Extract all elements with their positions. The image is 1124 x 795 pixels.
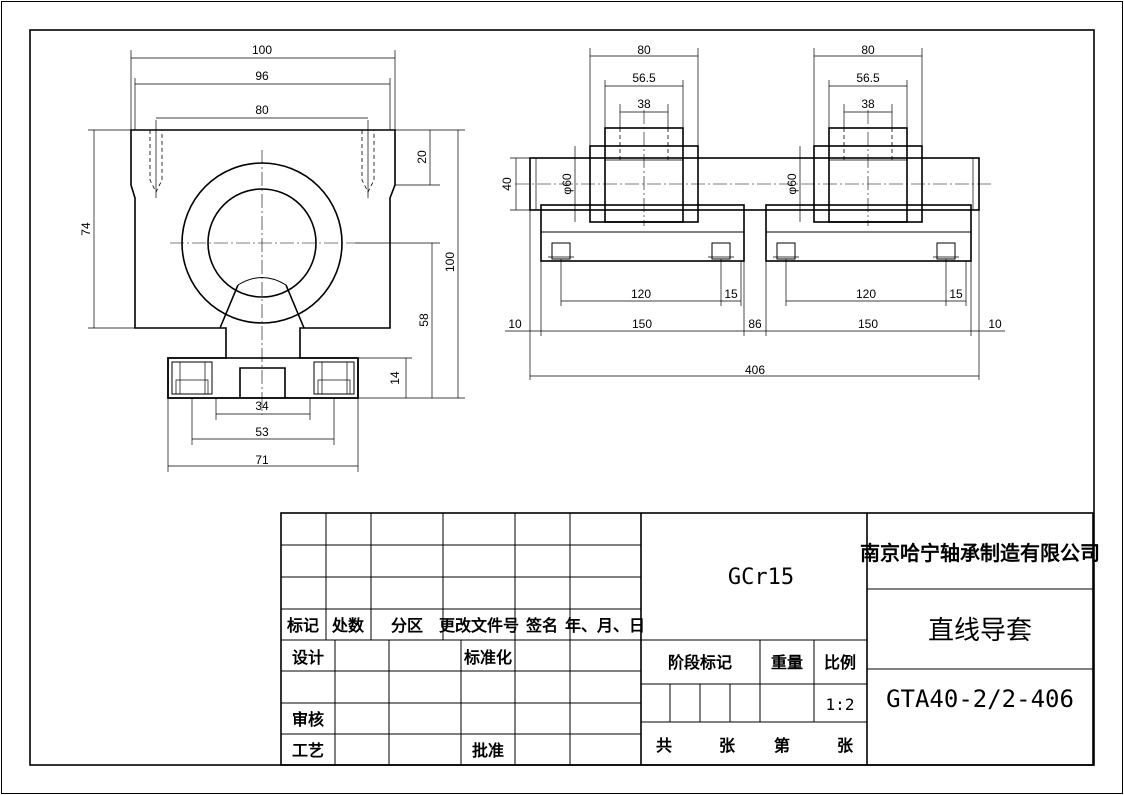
rev-header-doc: 更改文件号 [439,616,519,635]
material: GCr15 [728,565,794,590]
dim-100-top: 100 [252,43,272,57]
label-stage-mark: 阶段标记 [668,653,732,672]
label-weight: 重量 [771,653,803,672]
label-design: 设计 [292,648,324,667]
label-approve: 批准 [472,741,504,760]
label-process: 工艺 [292,741,324,760]
dim-a-38: 38 [637,97,651,111]
dim-100-side: 100 [443,252,457,272]
dim-150-a: 150 [632,317,652,331]
base-b [765,204,972,262]
dim-406: 406 [745,363,765,377]
base-a [540,204,745,262]
dim-phi60-b: φ60 [785,173,799,194]
dim-a-80: 80 [637,43,651,57]
dim-b-80: 80 [861,43,875,57]
dim-40: 40 [500,177,514,191]
dim-a-56-5: 56.5 [632,71,656,85]
dim-34: 34 [255,399,269,413]
dim-15-b: 15 [949,287,963,301]
dim-20: 20 [415,150,429,164]
dim-58: 58 [417,313,431,327]
dim-phi60-a: φ60 [560,173,574,194]
label-sheet-total: 共 [656,736,672,755]
part-number: GTA40-2/2-406 [886,685,1074,713]
dim-b-56-5: 56.5 [856,71,880,85]
label-sheet-no: 第 [774,736,790,755]
dim-74: 74 [79,222,93,236]
dim-10-left: 10 [508,317,522,331]
dim-10-right: 10 [988,317,1002,331]
part-name: 直线导套 [928,616,1032,646]
base-bolt-left [171,361,213,395]
dim-120-a: 120 [631,287,651,301]
label-scale: 比例 [824,653,856,672]
front-view: 80 56.5 38 80 56.5 38 40 φ60 φ60 120 15 [500,43,1005,380]
dim-15-a: 15 [724,287,738,301]
title-block: GCr15 南京哈宁轴承制造有限公司 直线导套 GTA40-2/2-406 标记… [280,512,1100,766]
dim-150-b: 150 [858,317,878,331]
dim-86: 86 [748,317,762,331]
rev-header-sign: 签名 [525,616,558,635]
label-review: 审核 [292,710,324,729]
dim-120-b: 120 [856,287,876,301]
end-view: 100 96 80 74 20 100 58 14 34 53 71 [79,43,465,472]
label-sheet-unit-1: 张 [719,736,736,755]
dim-b-38: 38 [861,97,875,111]
scale-value: 1:2 [826,695,855,714]
base-plate [167,357,359,399]
rev-header-date: 年、月、日 [565,616,645,635]
rev-header-zone: 分区 [391,616,423,635]
dim-53: 53 [255,425,269,439]
base-slot [239,367,286,398]
dim-14: 14 [388,371,402,385]
dim-71: 71 [255,453,269,467]
dim-96: 96 [255,69,269,83]
support-web [219,284,305,329]
label-standardize: 标准化 [463,648,512,667]
company-name: 南京哈宁轴承制造有限公司 [860,541,1100,565]
dim-80-holes: 80 [255,103,269,117]
base-bolt-right [313,361,355,395]
label-sheet-unit-2: 张 [837,736,854,755]
rev-header-mark: 标记 [286,616,319,635]
rev-header-count: 处数 [331,616,365,635]
